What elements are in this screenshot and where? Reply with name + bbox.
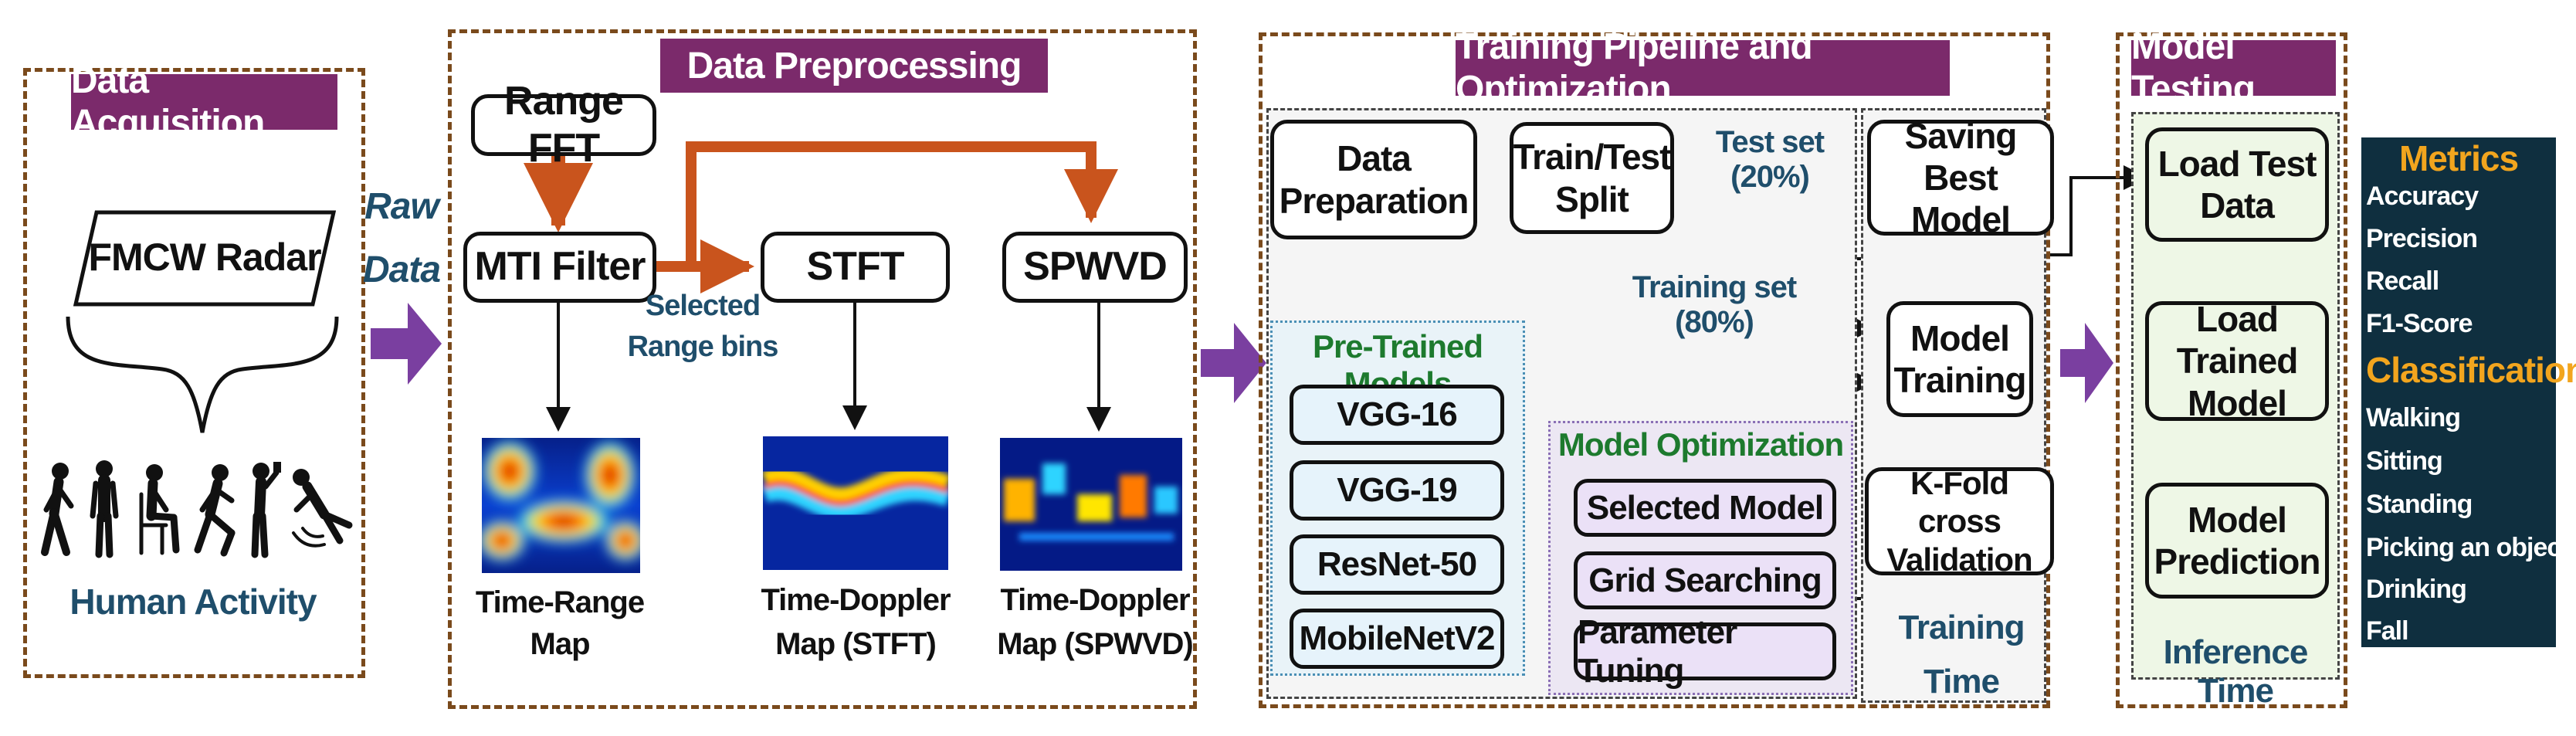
selected-label: Selected <box>645 290 761 322</box>
results-panel <box>2361 137 2556 647</box>
model-training-label-2: Training <box>1893 360 2027 400</box>
model-training-label-1: Model <box>1910 317 2010 358</box>
classification-title: Classification <box>2366 350 2576 390</box>
k-fold-label-1: K-Fold cross <box>1910 464 2009 540</box>
human-activity-icons <box>41 460 353 558</box>
sitting-person-icon <box>139 464 180 555</box>
train-test-split-label-1: Train/Test <box>1513 137 1672 178</box>
training-time-label-2: Time <box>1924 663 2000 700</box>
metric-accuracy: Accuracy <box>2366 181 2479 211</box>
mti-filter-box: MTI Filter <box>463 232 656 303</box>
saving-best-model-box: Saving Best Model <box>1867 116 2054 239</box>
spwvd-heatmap <box>1000 438 1182 571</box>
model-resnet50: ResNet-50 <box>1290 534 1504 595</box>
human-activity-label: Human Activity <box>69 582 317 622</box>
opt-selected-model: Selected Model <box>1574 479 1836 537</box>
metrics-title: Metrics <box>2398 138 2519 178</box>
class-standing: Standing <box>2366 490 2473 519</box>
saving-best-model-label-2: Model <box>1911 199 2011 240</box>
stft-heatmap <box>763 436 948 570</box>
class-drinking: Drinking <box>2366 575 2467 604</box>
training-time-label-1: Training <box>1898 609 2025 646</box>
range-fft-box: Range FFT <box>471 79 656 171</box>
data-preprocessing-frame <box>448 29 1197 709</box>
to-testing-arrow <box>2060 323 2113 403</box>
walking-person-icon <box>41 463 74 556</box>
data-preparation-label-1: Data <box>1337 138 1412 179</box>
load-trained-model-label-1: Load Trained <box>2176 299 2299 382</box>
picking-object-person-icon <box>194 464 236 557</box>
train-test-split-box: Train/Test Split <box>1510 122 1674 234</box>
test-set-label: Test set (20%) <box>1715 125 1825 194</box>
stft-map-label-1: Time-Doppler <box>761 583 951 617</box>
spwvd-map-label-1: Time-Doppler <box>1000 583 1190 617</box>
model-prediction-label-2: Prediction <box>2154 541 2321 582</box>
class-fall: Fall <box>2366 616 2409 646</box>
opt-grid-searching: Grid Searching <box>1574 551 1836 609</box>
drinking-person-icon <box>251 462 281 558</box>
spwvd-map-label-2: Map (SPWVD) <box>997 627 1193 661</box>
class-sitting: Sitting <box>2366 446 2443 476</box>
spwvd-box: SPWVD <box>1002 232 1188 303</box>
model-prediction-box: Model Prediction <box>2145 483 2329 599</box>
metric-recall: Recall <box>2366 266 2439 296</box>
data-preparation-box: Data Preparation <box>1270 120 1477 239</box>
saving-best-model-label-1: Saving Best <box>1904 115 2018 198</box>
model-training-box: Model Training <box>1886 301 2033 417</box>
purple-flow-arrows <box>371 303 2113 403</box>
model-vgg19: VGG-19 <box>1290 460 1504 521</box>
standing-person-icon <box>90 460 119 558</box>
inference-time-label: Inference Time <box>2163 633 2309 710</box>
stft-map-label-2: Map (STFT) <box>775 627 937 661</box>
model-optimization-title: Model Optimization <box>1557 426 1844 463</box>
to-training-arrow <box>1201 323 1266 403</box>
fmcw-radar-label: FMCW Radar <box>88 236 321 279</box>
data-label: Data <box>362 249 441 290</box>
range-bins-label: Range bins <box>627 331 779 363</box>
training-pipeline-frame <box>1259 32 2050 708</box>
raw-data-arrow <box>371 303 442 385</box>
model-prediction-label-1: Model <box>2188 499 2287 540</box>
opt-parameter-tuning: Parameter Tuning <box>1574 613 1836 690</box>
radar-brace-icon <box>66 316 339 433</box>
data-acquisition-frame <box>23 68 365 678</box>
k-fold-label-2: Validation <box>1886 541 2032 578</box>
raw-label: Raw <box>364 186 439 227</box>
data-preprocessing-title: Data Preprocessing <box>660 39 1048 93</box>
time-range-map-label-2: Map <box>530 627 591 661</box>
model-testing-frame <box>2116 32 2347 708</box>
time-range-heatmap <box>482 438 640 573</box>
training-set-label: Training set (80%) <box>1632 270 1798 339</box>
model-mobilenetv2: MobileNetV2 <box>1290 609 1504 669</box>
load-test-data-box: Load Test Data <box>2145 127 2329 242</box>
metric-precision: Precision <box>2366 224 2478 253</box>
time-range-map-label-1: Time-Range <box>475 585 645 619</box>
preprocessing-connectors <box>524 141 1118 432</box>
load-trained-model-box: Load Trained Model <box>2145 299 2329 423</box>
load-trained-model-label-2: Model <box>2188 382 2287 423</box>
class-picking-object: Picking an object <box>2366 533 2570 562</box>
model-vgg16: VGG-16 <box>1290 385 1504 445</box>
load-test-data-label-2: Data <box>2200 185 2275 226</box>
k-fold-validation-box: K-Fold cross Validation <box>1865 464 2054 578</box>
fall-person-icon <box>292 469 353 548</box>
load-test-data-label-1: Load Test <box>2157 143 2317 184</box>
fmcw-radar-box: FMCW Radar <box>73 210 336 307</box>
class-walking: Walking <box>2366 403 2461 432</box>
training-pipeline-title: Training Pipeline and Optimization <box>1456 26 1950 110</box>
radar-parallelogram-shape <box>73 210 336 307</box>
train-test-split-label-2: Split <box>1555 178 1629 219</box>
metric-f1-score: F1-Score <box>2366 309 2473 338</box>
stft-box: STFT <box>761 232 950 303</box>
data-preparation-label-2: Preparation <box>1279 180 1469 221</box>
data-acquisition-title: Data Acquisition <box>71 60 337 144</box>
model-testing-title: Model Testing <box>2131 26 2336 110</box>
